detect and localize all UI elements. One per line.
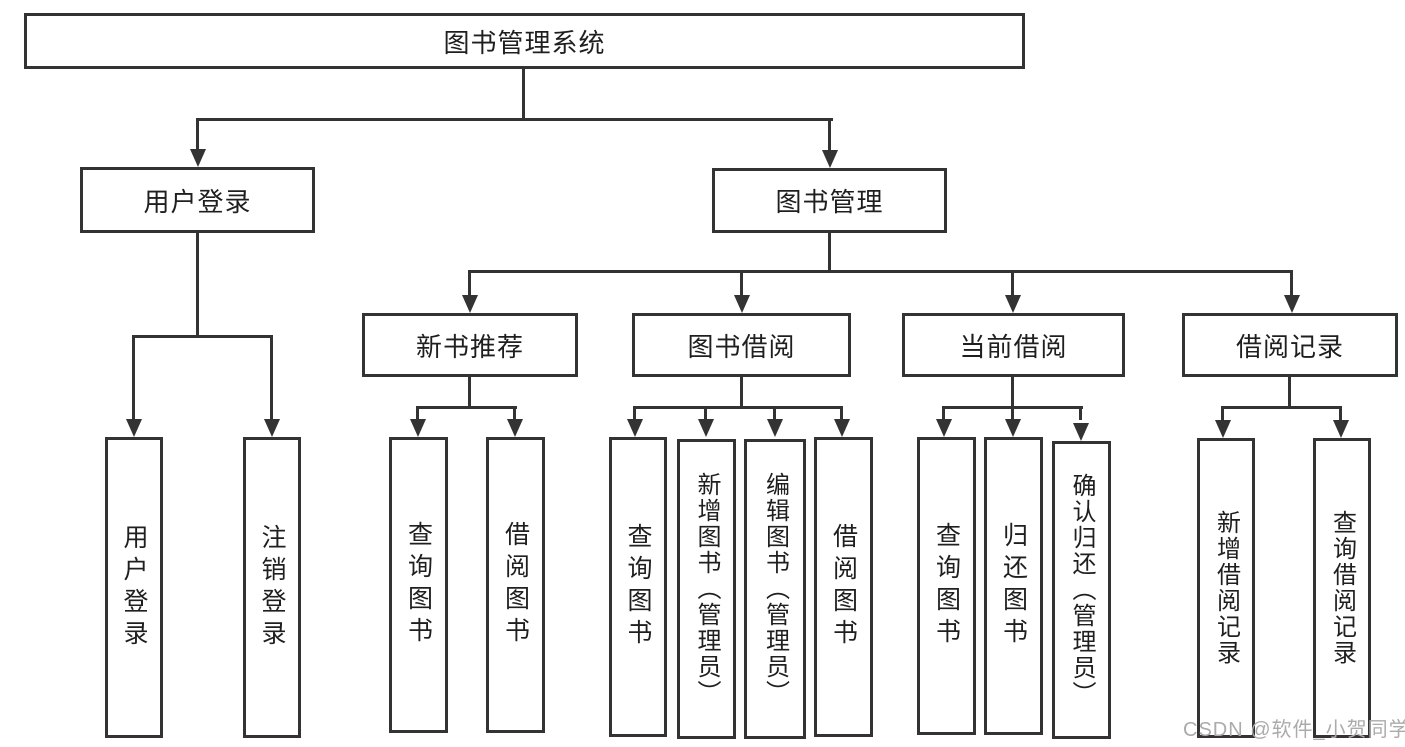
arrow-down-icon	[462, 295, 478, 313]
connector-leaf-shaft	[1011, 406, 1014, 420]
connector-to-leaf-logout-shaft	[270, 335, 273, 419]
connector-leaf-shaft	[1221, 406, 1224, 420]
connector-to-book-borrow-shaft	[740, 270, 743, 295]
connector-borrow-records-stub	[1288, 377, 1291, 406]
leaf-br-add-record: 新增借阅记录	[1197, 438, 1255, 738]
connector-leaf-shaft	[942, 406, 945, 420]
arrow-down-icon	[410, 419, 426, 437]
connector-root-to-user-login-shaft	[196, 118, 199, 150]
leaf-bb-borrow-books: 借阅图书	[814, 437, 873, 737]
node-library-management-system: 图书管理系统	[24, 13, 1025, 69]
connector-current-borrow-stub	[1011, 377, 1014, 406]
leaf-bb-query-books: 查询图书	[609, 437, 667, 737]
leaf-nbr-query-books: 查询图书	[389, 437, 448, 733]
connector-borrow-records-bar	[1221, 406, 1342, 409]
connector-leaf-shaft	[840, 406, 843, 420]
connector-leaf-shaft	[633, 406, 636, 420]
arrow-down-icon	[1073, 423, 1089, 441]
connector-to-new-book-rec-shaft	[468, 270, 471, 295]
arrow-down-icon	[1333, 420, 1349, 438]
leaf-cb-query-books: 查询图书	[917, 437, 976, 735]
arrow-down-icon	[507, 419, 523, 437]
connector-to-current-borrow-shaft	[1011, 270, 1014, 295]
connector-book-borrow-bar	[633, 406, 843, 409]
leaf-br-query-record: 查询借阅记录	[1313, 438, 1371, 738]
arrow-down-icon	[190, 149, 206, 167]
arrow-down-icon	[126, 419, 142, 437]
arrow-down-icon	[834, 419, 850, 437]
arrow-down-icon	[627, 419, 643, 437]
connector-book-mgmt-bar	[468, 270, 1293, 273]
connector-root-to-book-mgmt-shaft	[828, 118, 831, 150]
node-new-book-recommend: 新书推荐	[362, 313, 578, 377]
node-borrow-records: 借阅记录	[1182, 313, 1398, 377]
connector-to-leaf-user-login-shaft	[132, 335, 135, 419]
node-book-management: 图书管理	[712, 168, 947, 233]
leaf-nbr-borrow-books: 借阅图书	[486, 437, 545, 733]
leaf-cb-confirm-return-admin: 确认归还（管理员）	[1052, 441, 1111, 739]
arrow-down-icon	[936, 419, 952, 437]
node-book-borrow: 图书借阅	[632, 313, 851, 377]
connector-new-book-rec-bar	[416, 406, 517, 409]
csdn-watermark: CSDN @软件_小贺同学	[1183, 719, 1405, 741]
node-current-borrow: 当前借阅	[902, 313, 1125, 377]
connector-book-mgmt-stub	[828, 233, 831, 270]
connector-book-borrow-stub	[740, 377, 743, 406]
connector-user-login-stub	[196, 233, 199, 335]
arrow-down-icon	[698, 419, 714, 437]
arrow-down-icon	[1215, 420, 1231, 438]
arrow-down-icon	[1005, 419, 1021, 437]
leaf-bb-edit-books-admin: 编辑图书（管理员）	[744, 439, 806, 739]
connector-new-book-rec-stub	[468, 377, 471, 406]
connector-leaf-shaft	[416, 406, 419, 420]
arrow-down-icon	[1284, 295, 1300, 313]
arrow-down-icon	[822, 150, 838, 168]
connector-leaf-shaft	[773, 406, 776, 420]
connector-user-login-bar	[132, 335, 273, 338]
arrow-down-icon	[734, 295, 750, 313]
node-user-login: 用户登录	[80, 167, 315, 233]
connector-leaf-shaft	[1339, 406, 1342, 420]
connector-leaf-shaft	[1079, 406, 1082, 420]
leaf-cb-return-books: 归还图书	[984, 437, 1043, 735]
arrow-down-icon	[767, 419, 783, 437]
connector-leaf-shaft	[513, 406, 516, 420]
connector-root-stub	[522, 69, 525, 118]
leaf-logout: 注销登录	[243, 437, 301, 738]
leaf-user-login: 用户登录	[105, 437, 163, 738]
leaf-bb-add-books-admin: 新增图书（管理员）	[677, 439, 736, 739]
connector-leaf-shaft	[704, 406, 707, 420]
arrow-down-icon	[1005, 295, 1021, 313]
connector-root-bar	[196, 118, 833, 121]
arrow-down-icon	[264, 419, 280, 437]
connector-to-borrow-records-shaft	[1290, 270, 1293, 295]
